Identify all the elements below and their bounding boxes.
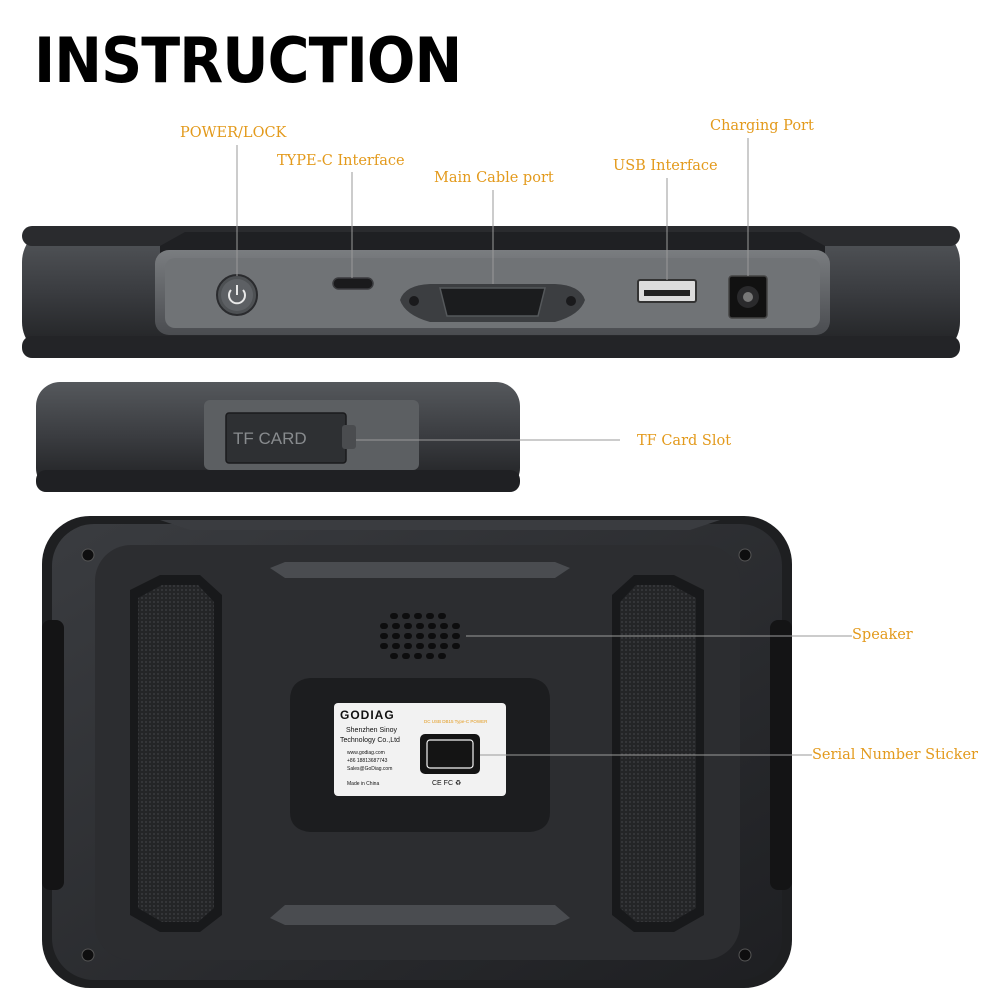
speaker-hole xyxy=(438,613,446,619)
leader-lines-top xyxy=(236,138,749,284)
sticker-phone: +86 18813687743 xyxy=(347,758,388,764)
sticker-brand: GODIAG xyxy=(340,708,395,722)
speaker-hole xyxy=(416,633,424,639)
speaker-hole xyxy=(452,633,460,639)
sticker-ports: DC USB DB15 Type-C POWER xyxy=(424,719,488,724)
page-title: INSTRUCTION xyxy=(34,24,462,97)
speaker-hole xyxy=(426,653,434,659)
speaker-hole xyxy=(440,643,448,649)
sticker-certs: CE FC ♻ xyxy=(432,780,462,787)
speaker-hole xyxy=(440,633,448,639)
speaker-hole xyxy=(438,653,446,659)
speaker-hole xyxy=(402,613,410,619)
speaker-hole xyxy=(416,643,424,649)
sticker-website: www.godiag.com xyxy=(347,750,385,756)
device-side-edge xyxy=(36,382,520,492)
speaker-hole xyxy=(428,643,436,649)
speaker-hole xyxy=(414,613,422,619)
speaker-hole xyxy=(404,643,412,649)
label-type-c: TYPE-C Interface xyxy=(277,153,405,169)
tf-cover-text: TF CARD xyxy=(233,429,307,448)
charging-port xyxy=(728,275,768,319)
main-cable-port xyxy=(400,284,585,322)
serial-sticker xyxy=(334,703,506,796)
speaker-hole xyxy=(452,643,460,649)
speaker-hole xyxy=(380,623,388,629)
type-c-port xyxy=(332,277,374,290)
speaker-hole xyxy=(404,623,412,629)
sticker-company-1: Shenzhen Sinoy xyxy=(346,727,397,734)
speaker-hole xyxy=(428,633,436,639)
speaker-holes xyxy=(380,613,460,659)
sticker-made-in: Made in China xyxy=(347,781,380,787)
speaker-hole xyxy=(404,633,412,639)
speaker-hole xyxy=(392,643,400,649)
label-main-cable: Main Cable port xyxy=(434,170,554,186)
label-tf-slot: TF Card Slot xyxy=(637,433,732,449)
label-power-lock: POWER/LOCK xyxy=(180,125,287,141)
sticker-email: Sales@GoDiag.com xyxy=(347,766,393,772)
speaker-hole xyxy=(390,613,398,619)
speaker-hole xyxy=(426,613,434,619)
power-button[interactable] xyxy=(216,274,258,316)
label-charging: Charging Port xyxy=(710,118,814,134)
label-usb: USB Interface xyxy=(613,158,718,174)
label-speaker: Speaker xyxy=(852,627,913,643)
speaker-hole xyxy=(390,653,398,659)
speaker-hole xyxy=(380,633,388,639)
speaker-hole xyxy=(452,623,460,629)
speaker-hole xyxy=(428,623,436,629)
speaker-hole xyxy=(392,633,400,639)
speaker-hole xyxy=(392,623,400,629)
speaker-hole xyxy=(416,623,424,629)
sticker-company-2: Technology Co.,Ltd xyxy=(340,737,400,744)
label-serial: Serial Number Sticker xyxy=(812,747,978,763)
speaker-hole xyxy=(440,623,448,629)
speaker-hole xyxy=(414,653,422,659)
speaker-hole xyxy=(380,643,388,649)
speaker-hole xyxy=(402,653,410,659)
